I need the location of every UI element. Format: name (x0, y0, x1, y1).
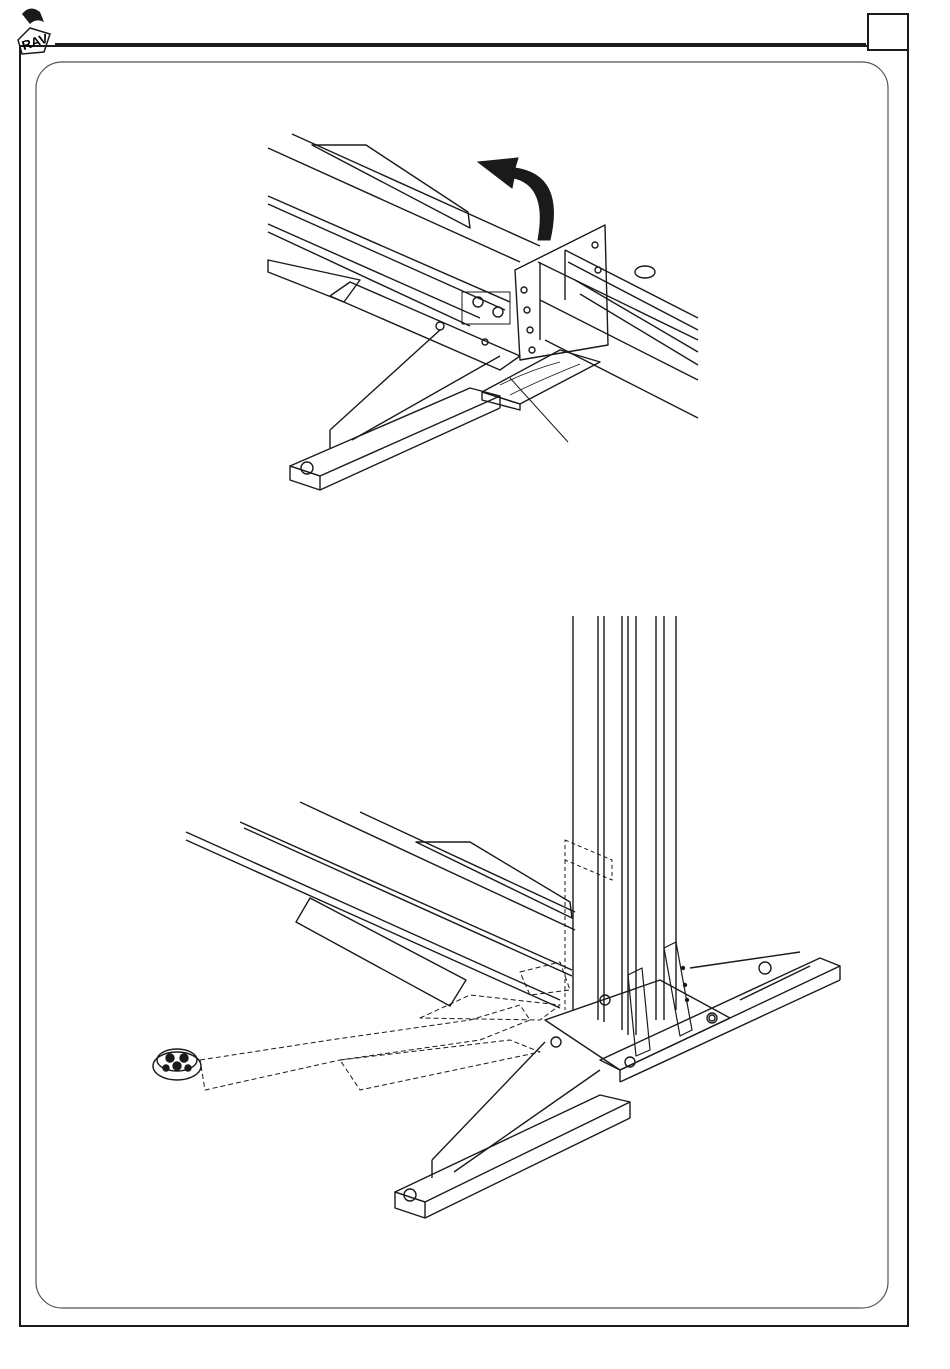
column-raised-on-base (153, 616, 840, 1218)
page-number-box (868, 14, 908, 50)
rav-logo: RAV (18, 8, 50, 54)
outer-frame (20, 46, 908, 1326)
rotate-arrow-icon (478, 158, 553, 240)
column-lifting-detail (268, 134, 698, 490)
lift-pad-icon (153, 1049, 201, 1080)
inner-frame (36, 62, 888, 1308)
